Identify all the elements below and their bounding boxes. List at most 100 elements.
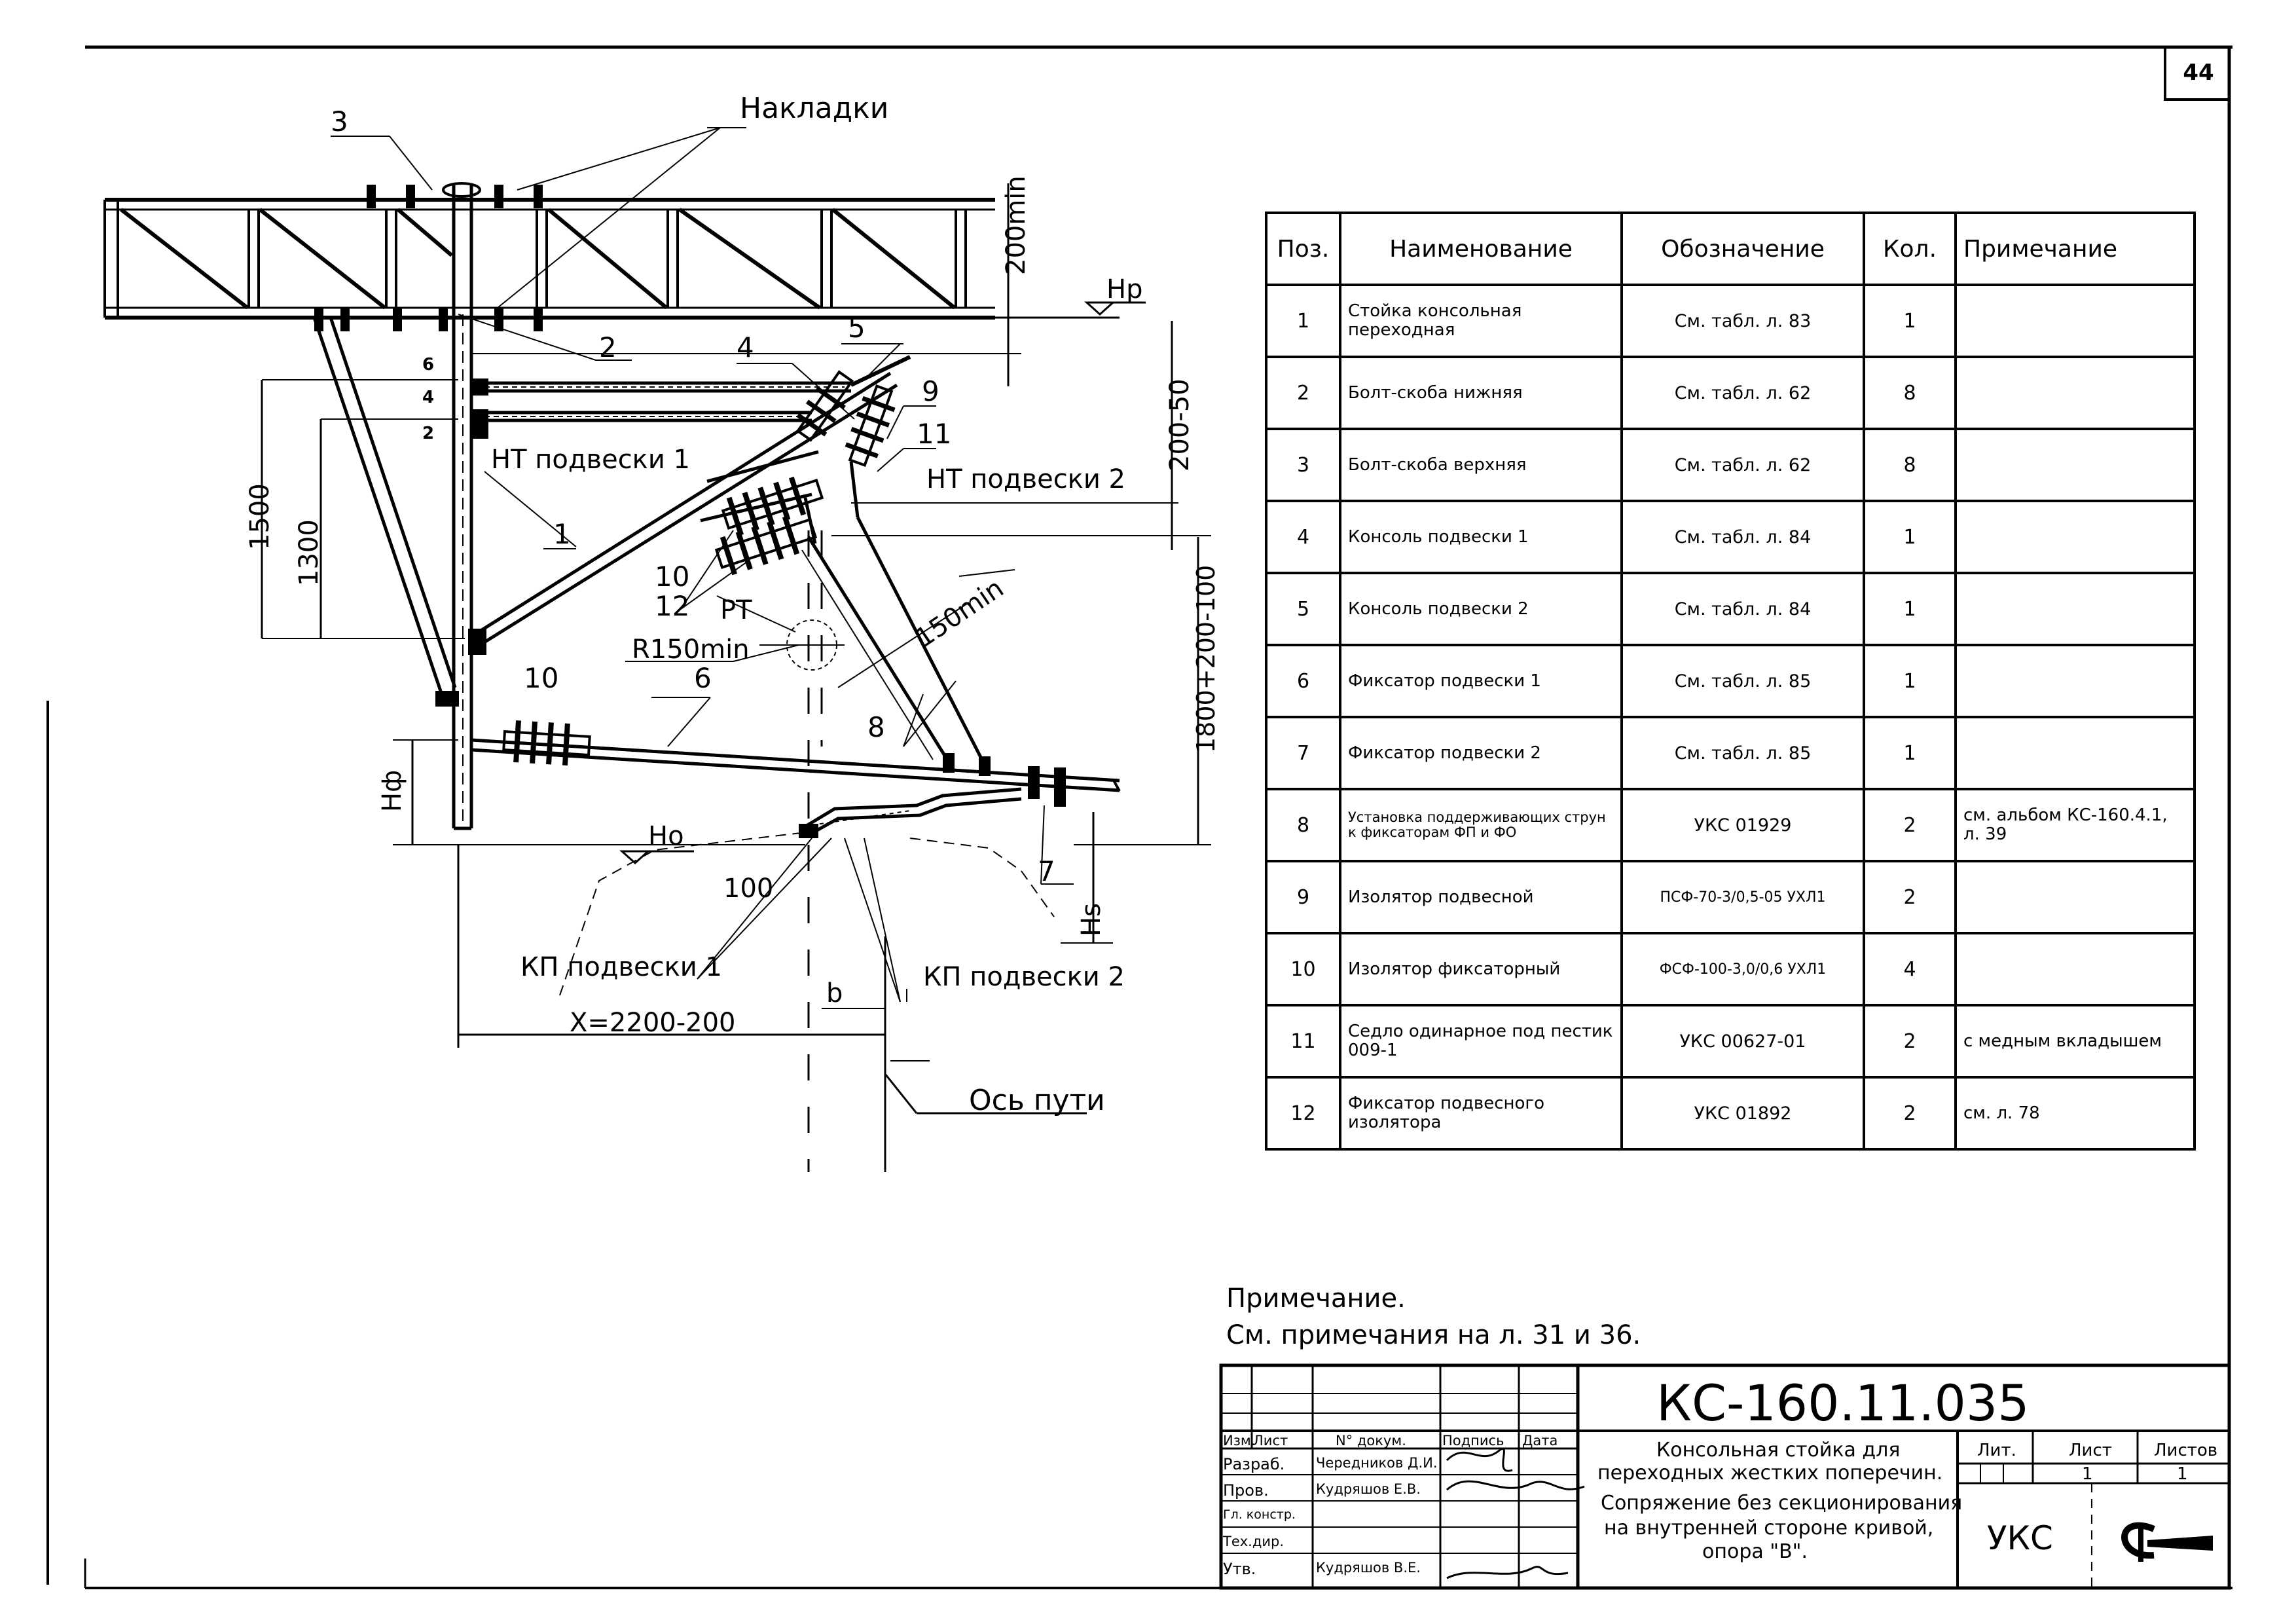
callout-9: 9 <box>922 375 939 407</box>
cell-name: Установка поддерживающих струн к фиксато… <box>1339 788 1623 862</box>
cell-pos: 8 <box>1265 788 1341 862</box>
cell-code: См. табл. л. 62 <box>1620 428 1865 502</box>
title-line-1: Консольная стойка для <box>1656 1439 1901 1462</box>
label-overlays: Накладки <box>740 92 888 125</box>
callout-11: 11 <box>917 418 951 450</box>
label-r150: R150min <box>632 635 750 665</box>
truss-crossbeam <box>103 182 995 331</box>
role-approved: Утв. <box>1223 1560 1256 1578</box>
cell-name: Болт-скоба нижняя <box>1339 356 1623 430</box>
suspension-insulators <box>700 370 896 576</box>
cell-pos: 10 <box>1265 932 1341 1006</box>
cell-note <box>1954 284 2196 358</box>
cell-code: См. табл. л. 85 <box>1620 644 1865 718</box>
cell-qty: 4 <box>1863 932 1957 1006</box>
callout-post-6: 6 <box>422 355 434 375</box>
col-qty: Кол. <box>1863 212 1957 286</box>
name-developer: Чередников Д.И. <box>1316 1455 1438 1471</box>
cell-pos: 11 <box>1265 1004 1341 1079</box>
cell-code: См. табл. л. 84 <box>1620 572 1865 646</box>
console-post <box>312 183 473 830</box>
dimension-lines <box>261 183 1211 1048</box>
lit-label: Лит. <box>1977 1441 2016 1460</box>
label-nt1: НТ подвески 1 <box>491 445 690 475</box>
notes-text: См. примечания на л. 31 и 36. <box>1226 1320 1641 1350</box>
label-d1800: 1800+200-100 <box>1192 565 1220 753</box>
cell-name: Изолятор подвесной <box>1339 860 1623 934</box>
cell-qty: 2 <box>1863 788 1957 862</box>
label-d200min: 200min <box>1001 175 1031 275</box>
col-name: Наименование <box>1339 212 1623 286</box>
cell-pos: 6 <box>1265 644 1341 718</box>
label-hp: Нр <box>1106 274 1142 304</box>
cell-note <box>1954 572 2196 646</box>
level-markers <box>619 301 1146 865</box>
label-d150: 150min <box>910 573 1010 654</box>
console-rods <box>468 355 911 655</box>
table-row: 12 Фиксатор подвесного изолятора УКС 018… <box>1265 1076 2196 1151</box>
table-row: 3 Болт-скоба верхняя См. табл. л. 62 8 <box>1265 428 2196 502</box>
cell-note <box>1954 356 2196 430</box>
cell-code: УКС 01929 <box>1620 788 1865 862</box>
col-doc: N° докум. <box>1336 1433 1406 1449</box>
cell-name: Стойка консольная переходная <box>1339 284 1623 358</box>
fixer-6 <box>471 720 1121 807</box>
cell-qty: 1 <box>1863 572 1957 646</box>
cell-name: Фиксатор подвески 2 <box>1339 716 1623 790</box>
cell-name: Седло одинарное под пестик 009-1 <box>1339 1004 1623 1079</box>
org-name: УКС <box>1987 1519 2053 1557</box>
table-row: 2 Болт-скоба нижняя См. табл. л. 62 8 <box>1265 356 2196 430</box>
leader-lines <box>331 127 1074 1061</box>
cell-code: См. табл. л. 62 <box>1620 356 1865 430</box>
table-row: 10 Изолятор фиксаторный ФСФ-100-3,0/0,6 … <box>1265 932 2196 1006</box>
callout-post-2: 2 <box>422 424 434 443</box>
cell-name: Фиксатор подвесного изолятора <box>1339 1076 1623 1151</box>
cell-qty: 8 <box>1863 428 1957 502</box>
callout-10b: 10 <box>524 662 558 694</box>
col-note: Примечание <box>1954 212 2196 286</box>
callout-2: 2 <box>599 331 617 363</box>
callout-5: 5 <box>848 312 866 344</box>
cell-note <box>1954 428 2196 502</box>
signature-1 <box>1446 1448 1513 1472</box>
sheet-frame <box>46 45 2232 1589</box>
label-d1300: 1300 <box>294 519 324 586</box>
doc-code: КС-160.11.035 <box>1656 1374 2030 1432</box>
label-ho: Но <box>648 821 684 851</box>
callout-1: 1 <box>553 518 571 550</box>
role-checked: Пров. <box>1223 1481 1269 1500</box>
label-track-axis: Ось пути <box>969 1084 1105 1117</box>
sheets-value: 1 <box>2177 1464 2188 1484</box>
sheet-value: 1 <box>2082 1464 2093 1484</box>
cell-name: Консоль подвески 1 <box>1339 500 1623 574</box>
cell-code: УКС 00627-01 <box>1620 1004 1865 1079</box>
cell-name: Изолятор фиксаторный <box>1339 932 1623 1006</box>
table-row: 11 Седло одинарное под пестик 009-1 УКС … <box>1265 1004 2196 1079</box>
cell-note: см. л. 78 <box>1954 1076 2196 1151</box>
cell-pos: 7 <box>1265 716 1341 790</box>
cell-name: Болт-скоба верхняя <box>1339 428 1623 502</box>
spec-table: Поз. Наименование Обозначение Кол. Приме… <box>1265 212 2196 1151</box>
title-block-grid <box>1219 1363 2231 1590</box>
cell-qty: 1 <box>1863 500 1957 574</box>
cell-note <box>1954 644 2196 718</box>
cell-qty: 2 <box>1863 1004 1957 1079</box>
name-checked: Кудряшов Е.В. <box>1316 1481 1421 1497</box>
label-d100: 100 <box>723 874 773 904</box>
col-izm: Изм. <box>1223 1433 1256 1449</box>
table-row: 1 Стойка консольная переходная См. табл.… <box>1265 284 2196 358</box>
table-row: 9 Изолятор подвесной ПСФ-70-3/0,5-05 УХЛ… <box>1265 860 2196 934</box>
sheets-label: Листов <box>2154 1441 2218 1460</box>
cell-pos: 9 <box>1265 860 1341 934</box>
cell-pos: 3 <box>1265 428 1341 502</box>
callout-7: 7 <box>1038 855 1055 887</box>
cell-qty: 2 <box>1863 1076 1957 1151</box>
notes-title: Примечание. <box>1226 1283 1406 1314</box>
cell-pos: 1 <box>1265 284 1341 358</box>
fixer-7 <box>799 787 1022 839</box>
col-date: Дата <box>1522 1433 1558 1449</box>
callout-post-4: 4 <box>422 388 434 407</box>
name-approved: Кудряшов В.Е. <box>1316 1560 1421 1576</box>
col-sign: Подпись <box>1442 1433 1504 1449</box>
title-line-5: опора "В". <box>1702 1540 1808 1563</box>
